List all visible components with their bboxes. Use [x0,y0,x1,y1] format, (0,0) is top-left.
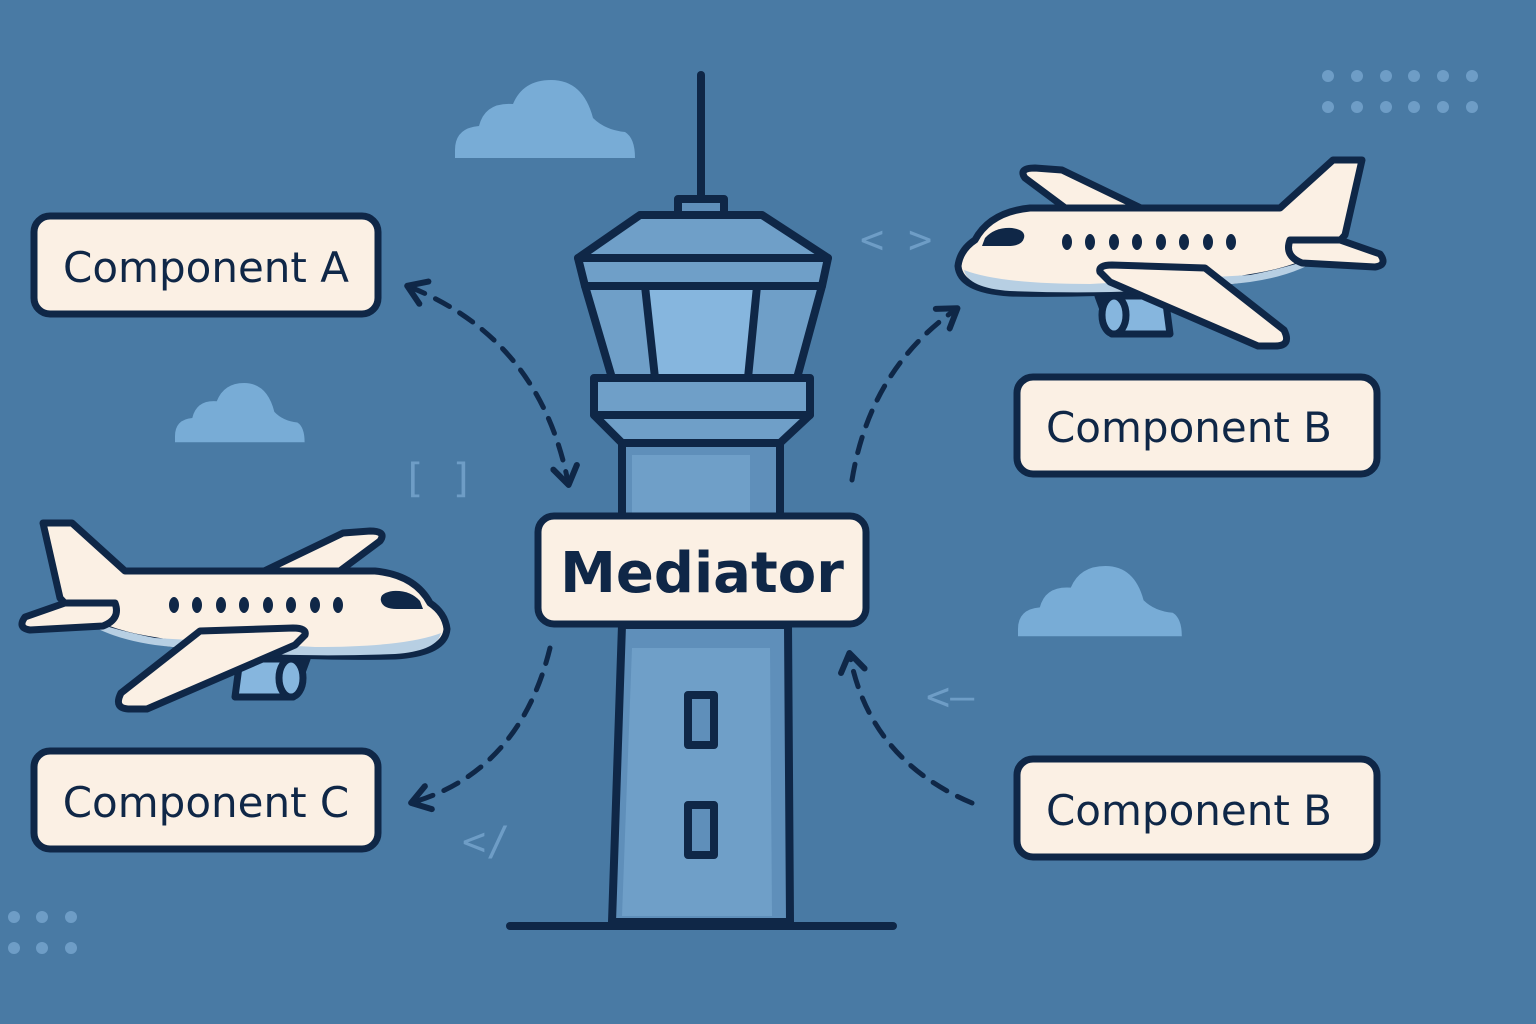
arrow-b-mediator [838,650,975,806]
arrow-mediator-b [849,305,961,483]
arrow-decoration: <— [926,674,975,720]
tower-window [684,691,718,749]
cloud-icon [455,80,635,158]
component-c-label: Component C [63,778,350,827]
tower-window [684,801,718,859]
code-brackets-decoration: < > [860,217,932,263]
component-b-label-2: Component B [1046,786,1332,835]
arrow-mediator-c [408,645,553,813]
cloud-icon [1018,566,1182,637]
component-a-box: Component A [30,212,382,318]
component-a-label: Component A [63,243,349,292]
control-tower [506,71,897,930]
component-b-label: Component B [1046,403,1332,452]
mediator-box: Mediator [534,512,870,628]
component-b-box: Component B [1013,373,1381,478]
dot-grid-decoration [8,70,1478,954]
communication-arrows [404,278,975,813]
component-c-box: Component C [30,747,382,853]
cloud-icon [175,383,305,443]
airplane-icon [22,523,447,709]
mediator-label: Mediator [560,541,844,606]
airplane-icon [958,160,1383,346]
arrow-a-mediator [404,278,580,488]
square-brackets-decoration: [ ] [402,456,474,502]
closing-tag-decoration: </ [462,819,510,865]
component-b-box-2: Component B [1013,755,1381,861]
